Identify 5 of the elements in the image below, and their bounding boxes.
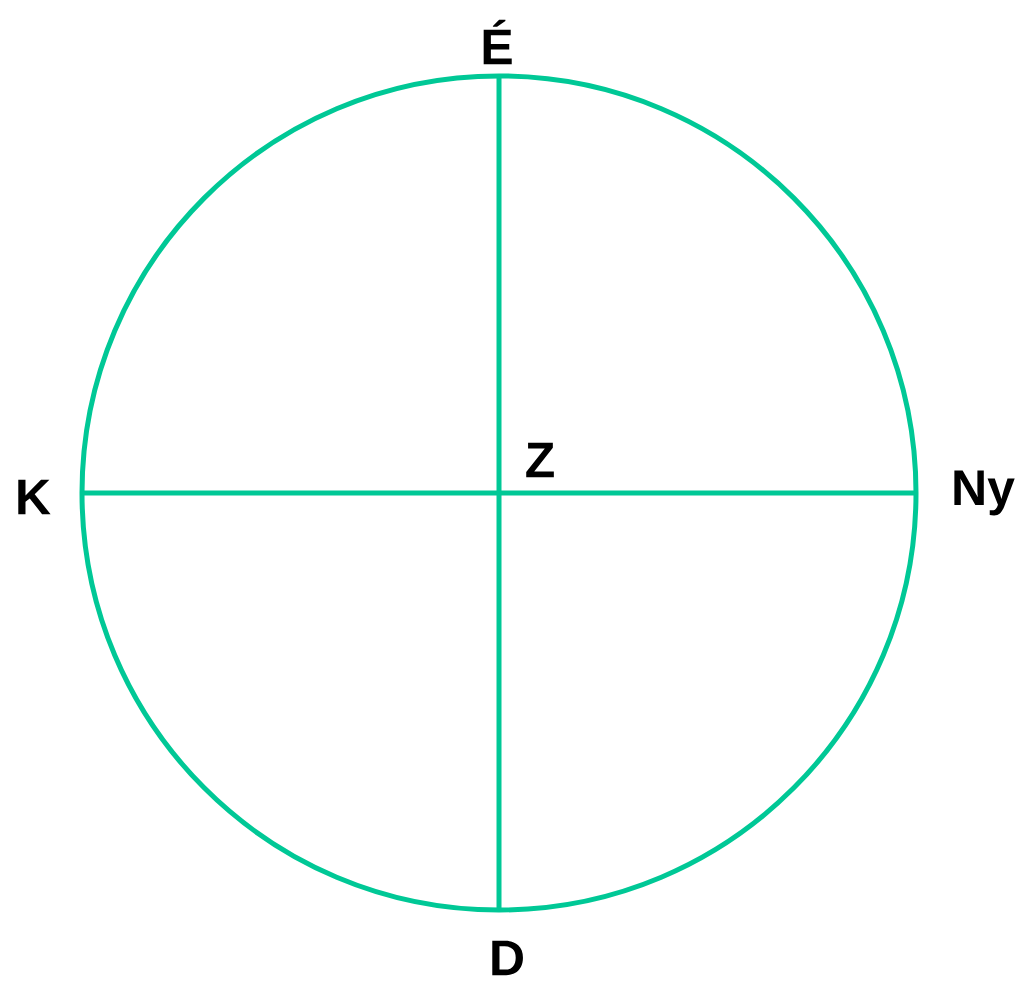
direction-label: D [492, 940, 523, 976]
direction-label: É [483, 19, 512, 65]
direction-label: Ny [954, 470, 1015, 516]
direction-label: Z [526, 442, 554, 478]
direction-label: K [18, 479, 51, 515]
